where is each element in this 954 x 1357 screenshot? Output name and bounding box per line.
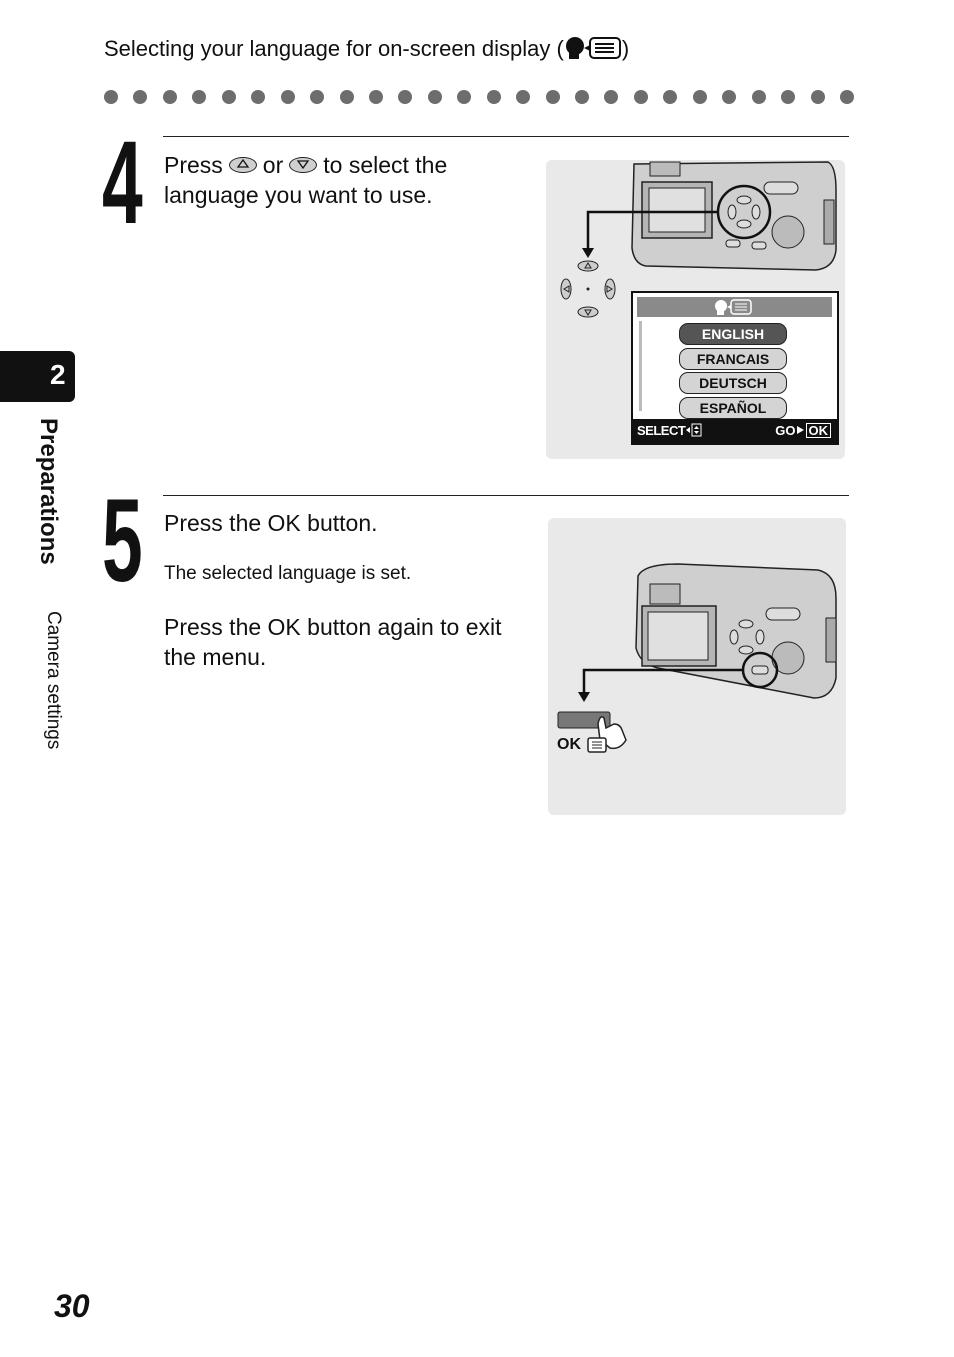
ok-button-label: OK (557, 736, 581, 753)
lcd-footer-go: GO OK (775, 423, 831, 438)
chapter-tab: 2 (0, 351, 75, 402)
lcd-select-label: SELECT (637, 423, 686, 438)
page-number: 30 (54, 1288, 90, 1324)
step-4-number: 4 (102, 117, 143, 249)
step-4-rule (163, 136, 849, 137)
language-option-francais[interactable]: FRANCAIS (679, 347, 787, 370)
step-5-number: 5 (102, 475, 143, 607)
language-menu-icon (715, 299, 752, 315)
step-4-instruction: Press or to select the language you want t… (164, 150, 447, 210)
lcd-language-menu: ENGLISH FRANCAIS DEUTSCH ESPAÑOL SELECT … (631, 291, 839, 445)
step-4-text-mid: or (262, 152, 284, 178)
lcd-footer: SELECT GO OK (633, 419, 837, 443)
dotted-divider (104, 90, 854, 106)
down-arrow-button-icon (289, 157, 318, 173)
lcd-language-list: ENGLISH FRANCAIS DEUTSCH ESPAÑOL (679, 323, 787, 421)
chapter-title: Preparations (35, 418, 62, 565)
lcd-scrollbar (639, 321, 642, 411)
section-title-suffix: ) (621, 36, 630, 61)
go-arrow-icon (796, 426, 804, 434)
lcd-footer-select: SELECT (637, 423, 703, 438)
step-5-instruction: Press the OK button. (164, 510, 378, 536)
camera-back-illustration (560, 161, 837, 318)
language-menu-icon (564, 36, 622, 66)
language-option-english[interactable]: ENGLISH (679, 323, 787, 345)
step-4-text-before: Press (164, 152, 223, 178)
figure-camera-ok (548, 518, 846, 815)
lcd-menu-header (637, 297, 832, 317)
language-option-espanol[interactable]: ESPAÑOL (679, 396, 787, 419)
step-5-note: The selected language is set. (164, 563, 412, 584)
select-arrows-icon (686, 423, 702, 437)
section-title-text: Selecting your language for on-screen di… (104, 36, 564, 61)
step-5-rule (163, 495, 849, 496)
section-title: Selecting your language for on-screen di… (104, 36, 629, 66)
step-4-text-line2: language you want to use. (164, 182, 433, 208)
language-option-deutsch[interactable]: DEUTSCH (679, 372, 787, 394)
camera-back-ok-illustration (557, 563, 837, 753)
step-4-text-after: to select the (323, 152, 448, 178)
step-5-instruction-2-line2: the menu. (164, 644, 267, 670)
chapter-number: 2 (50, 359, 66, 390)
up-arrow-button-icon (228, 157, 257, 173)
lcd-ok-box: OK (805, 423, 831, 438)
step-5-instruction-2-line1: Press the OK button again to exit (164, 614, 502, 640)
step-5-instruction-2: Press the OK button again to exit the me… (164, 612, 502, 672)
chapter-subtitle: Camera settings (43, 611, 64, 750)
lcd-go-label: GO (775, 423, 796, 438)
